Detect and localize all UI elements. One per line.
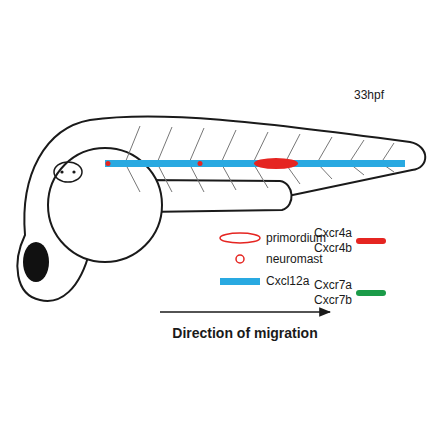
neuromast-dot [198, 161, 203, 166]
eye [23, 242, 49, 282]
stage-label: 33hpf [354, 88, 414, 103]
legend-label: Cxcr4a Cxcr4b [314, 226, 358, 256]
primordium-legend-sample [220, 233, 260, 243]
otolith [72, 170, 75, 173]
somites [125, 126, 394, 192]
migration-arrow [160, 311, 330, 313]
embryo-body-outline [17, 116, 425, 301]
neuromast-legend-sample [236, 255, 244, 263]
primordium [254, 158, 298, 169]
arrow-caption: Direction of migration [135, 326, 355, 341]
legend-swatch [356, 290, 386, 296]
legend-swatch [220, 278, 260, 285]
neuromast-dot [106, 161, 111, 166]
otic-vesicle [54, 162, 82, 182]
yolk-extension [145, 180, 292, 212]
legend-label: Cxcr7a Cxcr7b [314, 278, 358, 308]
otolith [60, 170, 63, 173]
legend-swatch [356, 238, 386, 244]
